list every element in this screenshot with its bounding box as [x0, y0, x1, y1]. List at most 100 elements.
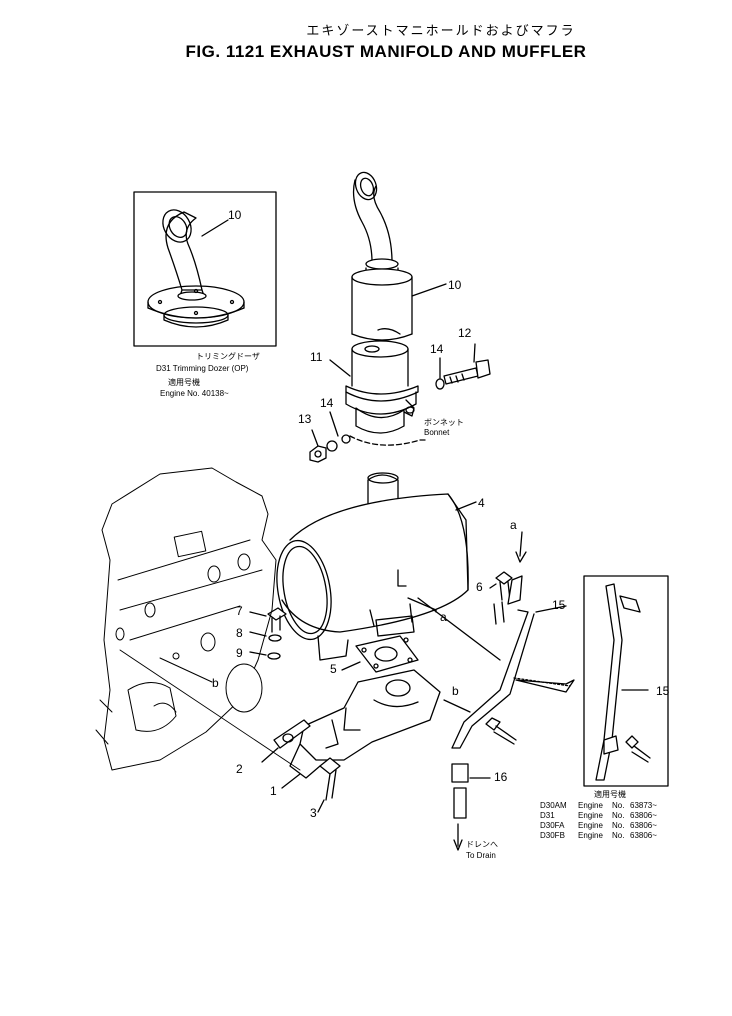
callout-6: 6 — [476, 580, 483, 594]
bolt-12 — [443, 359, 491, 385]
callout-3: 3 — [310, 806, 317, 820]
serial-number: 63873~ — [630, 801, 657, 810]
bonnet-line — [349, 435, 429, 446]
inset-bolt — [625, 735, 651, 763]
nut-13 — [309, 445, 327, 463]
callout-10-inset: 10 — [228, 208, 242, 222]
callout-10: 10 — [448, 278, 462, 292]
serial-row: D30FB Engine No. 63806~ — [540, 831, 657, 840]
muffler-body — [276, 472, 469, 661]
callout-16: 16 — [494, 770, 508, 784]
callout-4: 4 — [478, 496, 485, 510]
stack-adapter — [345, 340, 419, 434]
callout-b-right: b — [452, 684, 459, 698]
serial-engine: Engine — [578, 831, 603, 840]
serial-no: No. — [612, 811, 625, 820]
serial-engine: Engine — [578, 821, 603, 830]
serial-row: D30FA Engine No. 63806~ — [540, 821, 657, 830]
serial-model: D30AM — [540, 801, 567, 810]
serial-no: No. — [612, 821, 625, 830]
serial-engine: Engine — [578, 801, 603, 810]
bolt-lower — [485, 717, 517, 745]
inset-serial-jp: 適用号機 — [168, 378, 200, 387]
serial-no: No. — [612, 831, 625, 840]
callout-12: 12 — [458, 326, 472, 340]
leader-4 — [455, 501, 477, 511]
guide-line-manifold — [119, 649, 301, 771]
guide-line-b — [443, 699, 471, 713]
leader-5 — [341, 661, 361, 671]
inset-pipe-serial-jp: 適用号機 — [594, 790, 626, 799]
gasket-2 — [273, 719, 311, 749]
leaders-7-8-9 — [249, 611, 267, 656]
callout-1: 1 — [270, 784, 277, 798]
leader-12 — [473, 343, 476, 363]
callout-7: 7 — [236, 604, 243, 618]
callout-15: 15 — [552, 598, 566, 612]
callout-13: 13 — [298, 412, 312, 426]
exhaust-manifold — [289, 669, 441, 779]
gasket-5 — [355, 635, 419, 673]
inset-label-jp: トリミングドーザ — [196, 352, 260, 361]
arrow-a — [515, 531, 527, 563]
leader-13 — [311, 429, 319, 447]
guide-line-a-long — [417, 597, 501, 661]
inset-flange-plate — [147, 285, 245, 328]
drain-pipe-15 — [451, 575, 535, 749]
serial-row: D31 Engine No. 63806~ — [540, 811, 657, 820]
serial-row: D30AM Engine No. 63873~ — [540, 801, 657, 810]
inset-exhaust-pipe-curved — [162, 209, 207, 301]
washer-9 — [267, 652, 281, 660]
arrow-shaft — [513, 677, 571, 687]
washer-14-lower — [326, 434, 351, 452]
callout-a-top: a — [510, 518, 517, 532]
callout-8: 8 — [236, 626, 243, 640]
bolt-3 — [319, 757, 341, 801]
callout-11: 11 — [310, 350, 323, 364]
drain-hose-16 — [451, 763, 469, 851]
leader-6 — [489, 583, 497, 589]
leader-1 — [281, 773, 301, 789]
inset-box-trimming-dozer — [133, 191, 277, 347]
bonnet-label-en: Bonnet — [424, 428, 450, 437]
leader-10 — [411, 283, 447, 297]
serial-model: D30FB — [540, 831, 565, 840]
title-japanese: エキゾーストマニホールドおよびマフラ — [306, 24, 576, 39]
engine-block — [95, 467, 277, 771]
inset-drain-pipe-15 — [595, 583, 641, 781]
callout-14-upper: 14 — [430, 342, 444, 356]
leader-11 — [329, 359, 351, 377]
leader-3 — [317, 799, 325, 813]
callout-a-mid: a — [440, 610, 447, 624]
washer-8 — [268, 634, 282, 642]
callout-2: 2 — [236, 762, 243, 776]
drain-label-en: To Drain — [466, 851, 496, 860]
serial-no: No. — [612, 801, 625, 810]
exhaust-pipe-curved — [352, 171, 399, 277]
serial-engine: Engine — [578, 811, 603, 820]
arrow-to-inset — [515, 679, 575, 693]
bolt-7 — [267, 607, 287, 633]
serial-number: 63806~ — [630, 811, 657, 820]
figure-title: FIG. 1121 EXHAUST MANIFOLD AND MUFFLER — [185, 42, 587, 61]
guide-line-b-engine — [159, 657, 213, 683]
callout-5: 5 — [330, 662, 337, 676]
inset-serial-en: Engine No. 40138~ — [160, 389, 229, 398]
muffler-tailpipe-cylinder — [351, 268, 413, 341]
serial-model: D30FA — [540, 821, 565, 830]
callout-9: 9 — [236, 646, 243, 660]
leader-14-lower — [329, 411, 339, 437]
leader-15 — [535, 605, 567, 613]
inset-label-model: D31 Trimming Dozer (OP) — [156, 364, 249, 373]
serial-number: 63806~ — [630, 821, 657, 830]
callout-15-inset: 15 — [656, 684, 670, 698]
bonnet-label-jp: ボンネット — [424, 418, 464, 427]
callout-b-left: b — [212, 676, 219, 690]
serial-number: 63806~ — [630, 831, 657, 840]
leader-2 — [261, 747, 279, 763]
inset-box-pipe — [583, 575, 669, 787]
callout-14-lower: 14 — [320, 396, 334, 410]
serial-model: D31 — [540, 811, 555, 820]
leader-10-inset — [201, 219, 229, 237]
